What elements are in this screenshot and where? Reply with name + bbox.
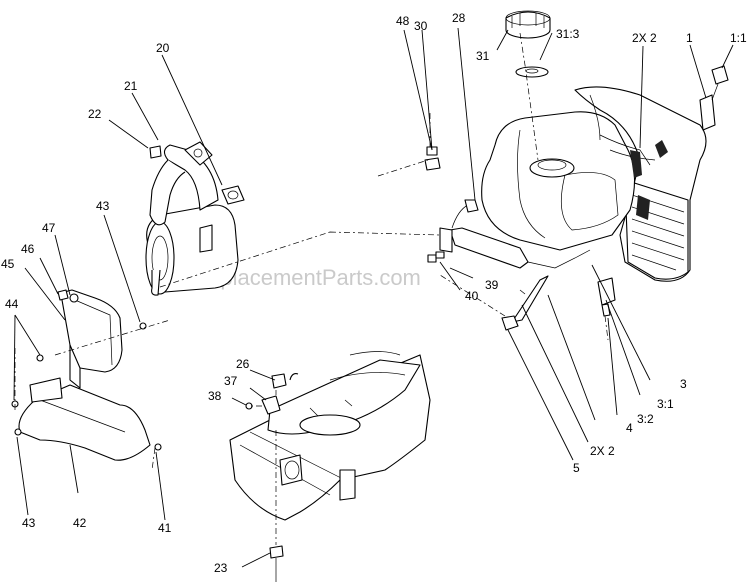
label-38: 38 (208, 389, 222, 403)
label-31: 31 (476, 49, 490, 63)
muffler-assembly (145, 141, 245, 296)
label-44: 44 (5, 297, 19, 311)
part-labels: 48 30 28 31 31:3 2X 2 1 1:1 20 21 22 43 … (1, 11, 747, 575)
label-30: 30 (414, 19, 428, 33)
label-26: 26 (236, 357, 250, 371)
label-21: 21 (124, 79, 138, 93)
heat-shield-upper (61, 289, 123, 389)
label-5: 5 (573, 461, 580, 475)
label-2x2-bottom: 2X 2 (590, 444, 615, 458)
label-23: 23 (214, 561, 228, 575)
label-45: 45 (1, 257, 15, 271)
fuel-cap (505, 10, 551, 39)
label-20: 20 (156, 41, 170, 55)
alignment-lines (14, 32, 609, 545)
label-41: 41 (158, 521, 172, 535)
label-1: 1 (686, 31, 693, 45)
heat-shield-lower (18, 377, 151, 461)
label-47: 47 (42, 221, 56, 235)
screw-43-upper (139, 322, 147, 330)
label-46: 46 (21, 242, 35, 256)
label-40: 40 (465, 289, 479, 303)
fuel-line (439, 199, 616, 331)
screw-41 (154, 443, 162, 451)
label-3-2: 3:2 (637, 412, 654, 426)
label-42: 42 (73, 516, 87, 530)
tank-fasteners (424, 146, 445, 263)
label-4: 4 (626, 421, 633, 435)
screw-44-upper (36, 354, 44, 362)
label-22: 22 (88, 107, 102, 121)
label-3: 3 (680, 377, 687, 391)
label-43-bottom: 43 (22, 516, 36, 530)
label-1-1: 1:1 (730, 31, 747, 45)
label-39: 39 (485, 278, 499, 292)
label-37: 37 (224, 374, 238, 388)
label-2x2-top: 2X 2 (632, 31, 657, 45)
cap-gasket (515, 66, 549, 78)
fuel-tank-assembly (481, 65, 729, 282)
label-31-3: 31:3 (556, 27, 580, 41)
label-48: 48 (396, 14, 410, 28)
nut-47 (69, 293, 79, 303)
washer-46 (57, 289, 69, 301)
leader-lines (13, 27, 734, 568)
label-43-top: 43 (96, 199, 110, 213)
engine-deck-frame (229, 351, 431, 582)
label-3-1: 3:1 (657, 397, 674, 411)
screw-43-lower (14, 428, 22, 436)
label-28: 28 (452, 11, 466, 25)
